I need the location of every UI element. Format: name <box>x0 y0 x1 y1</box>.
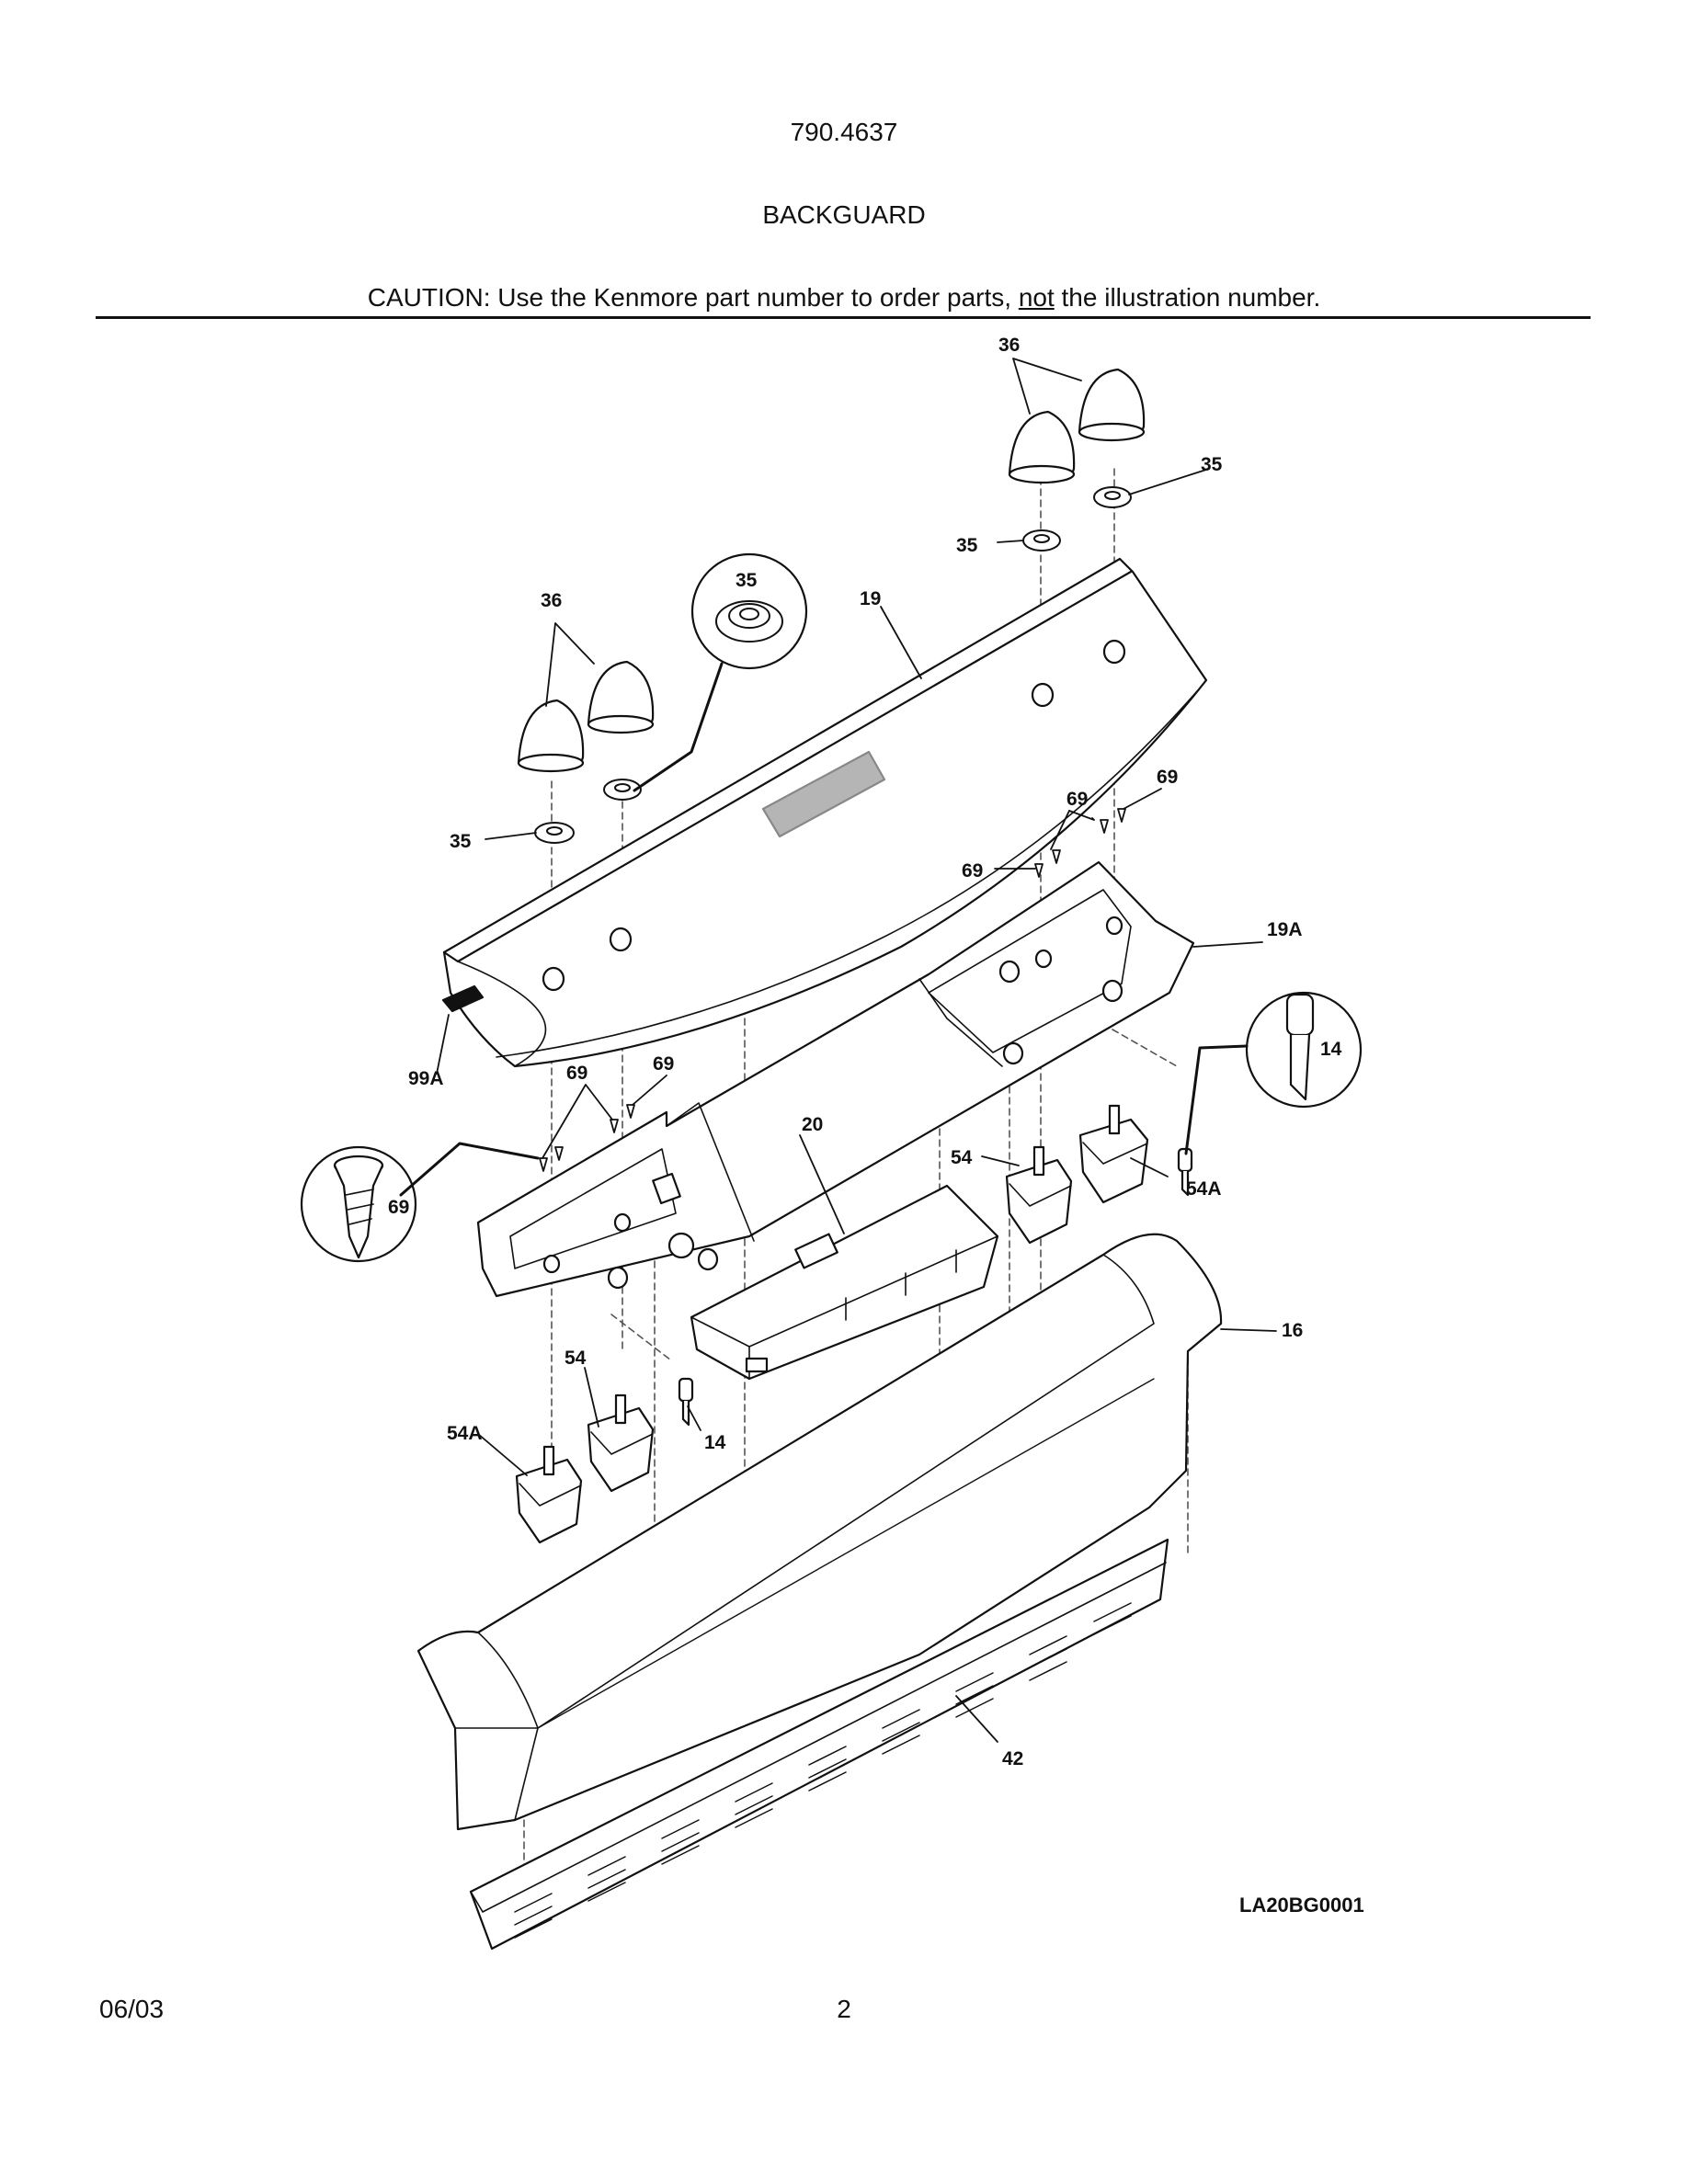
page-number: 2 <box>837 1995 851 2023</box>
callout-54-right: 54 <box>951 1147 973 1168</box>
callout-16: 16 <box>1282 1320 1303 1341</box>
knob-36-left-b <box>587 660 655 734</box>
callout-leaders <box>399 358 1277 1743</box>
callout-69-b: 69 <box>1157 767 1178 788</box>
switch-54A-right <box>1078 1104 1149 1204</box>
callout-36-top: 36 <box>998 335 1020 356</box>
detail-light-14 <box>1245 991 1363 1109</box>
callout-19: 19 <box>860 588 881 609</box>
callout-20: 20 <box>802 1114 823 1135</box>
section-title: BACKGUARD <box>762 200 926 229</box>
callout-36-left: 36 <box>541 590 562 611</box>
callout-35-top-right: 35 <box>1201 454 1223 475</box>
callout-69-e: 69 <box>653 1053 674 1075</box>
callout-19A: 19A <box>1267 919 1303 940</box>
screws-69 <box>539 808 1126 1172</box>
callout-14-left: 14 <box>704 1432 726 1453</box>
header-rule <box>96 316 1591 319</box>
callout-69-a: 69 <box>1066 789 1088 810</box>
panel-knob-holes <box>542 639 1126 992</box>
callout-labels: 36 35 35 36 35 19 35 69 69 69 19A 14 99A… <box>388 335 1364 1917</box>
vent-trim-42 <box>469 1538 1169 1951</box>
knob-36-top-left <box>1008 410 1076 484</box>
caution-underlined-word: not <box>1018 283 1055 312</box>
callout-69-d: 69 <box>566 1063 587 1084</box>
callout-54A-left: 54A <box>447 1423 483 1444</box>
backguard-exploded-diagram: 36 35 35 36 35 19 35 69 69 69 19A 14 99A… <box>300 335 1364 1951</box>
switch-54A-left <box>515 1445 583 1544</box>
indicator-light-14-left <box>678 1377 694 1427</box>
caution-text-end: the illustration number. <box>1054 283 1321 312</box>
callout-14-detail: 14 <box>1320 1039 1342 1060</box>
footer-date: 06/03 <box>99 1995 165 2023</box>
knob-bezels-35 <box>534 486 1132 844</box>
callout-35-top-mid: 35 <box>956 535 978 556</box>
caution-note: CAUTION: Use the Kenmore part number to … <box>0 283 1688 313</box>
caution-text-start: CAUTION: Use the Kenmore part number to … <box>367 283 1019 312</box>
detail-screw-69 <box>300 1145 417 1263</box>
ribbon-cable-99A <box>441 984 485 1013</box>
backguard-body-16 <box>416 1233 1223 1831</box>
control-board-20 <box>690 1184 999 1381</box>
callout-99A: 99A <box>408 1068 444 1089</box>
switch-54-left <box>587 1393 655 1493</box>
callout-54A-right: 54A <box>1186 1178 1222 1200</box>
callout-35-left: 35 <box>450 831 472 852</box>
callout-54-left: 54 <box>565 1348 587 1369</box>
callout-69-detail: 69 <box>388 1197 409 1218</box>
model-number: 790.4637 <box>790 118 898 146</box>
callout-42: 42 <box>1002 1748 1023 1769</box>
drawing-code: LA20BG0001 <box>1239 1894 1364 1917</box>
callout-69-c: 69 <box>962 860 983 882</box>
display-window <box>761 750 886 838</box>
indicator-light-14-right <box>1177 1147 1193 1197</box>
panel-bracket-19A <box>476 860 1195 1298</box>
detail-bezel-35 <box>690 552 808 670</box>
callout-35-detail: 35 <box>736 570 758 591</box>
knob-36-left-a <box>517 699 585 773</box>
knob-36-top-right <box>1078 368 1146 442</box>
switch-54-right <box>1005 1145 1073 1245</box>
